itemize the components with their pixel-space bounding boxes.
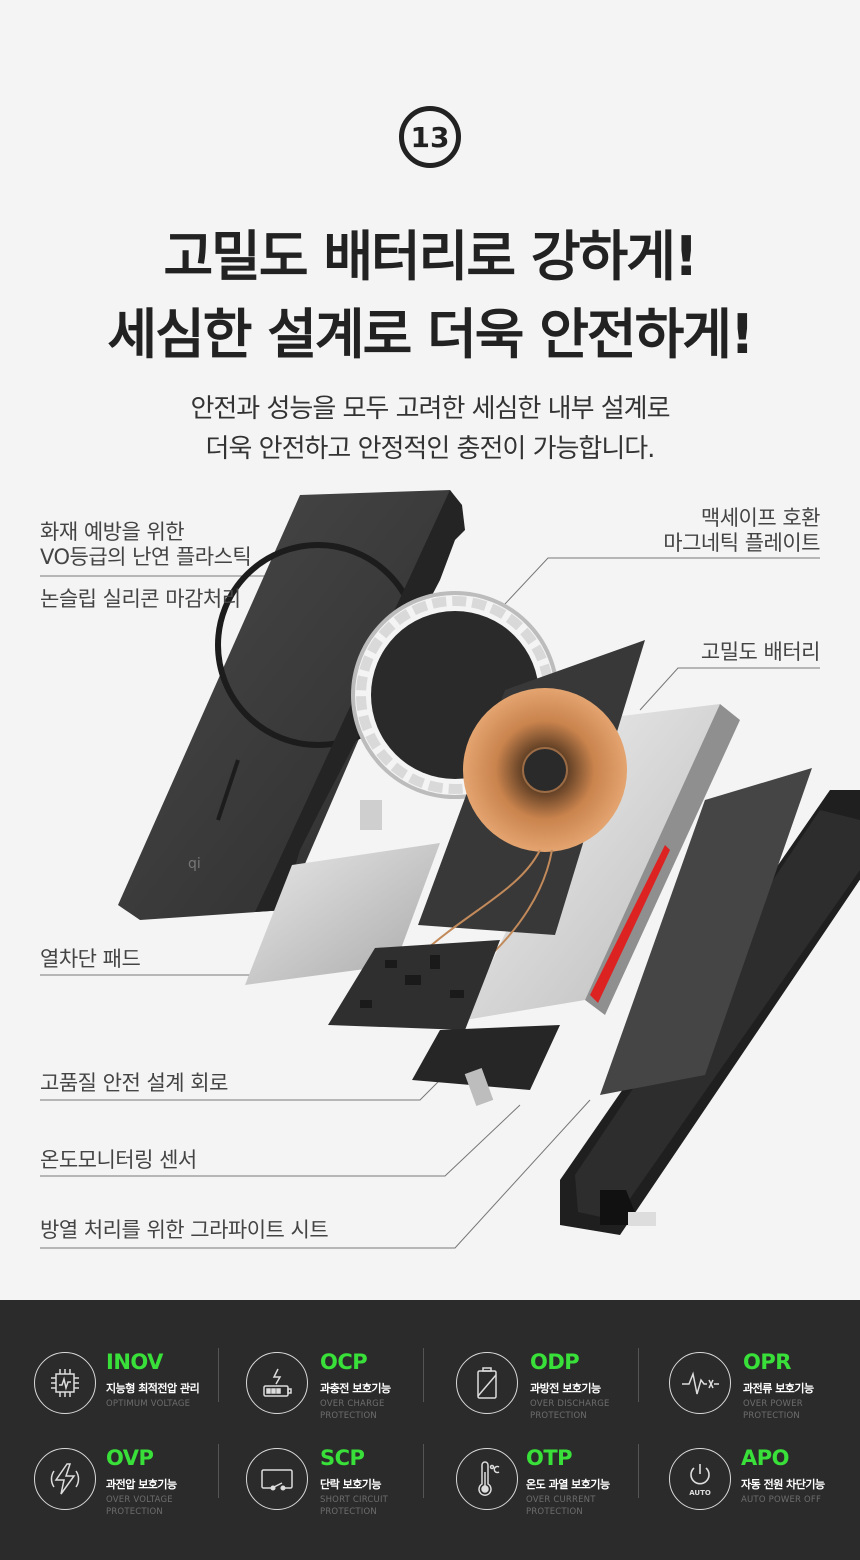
subtitle-line-1: 안전과 성능을 모두 고려한 세심한 내부 설계로	[190, 394, 670, 424]
divider	[423, 1444, 424, 1498]
feature-opr: OPR 과전류 보호기능 OVER POWER PROTECTION	[669, 1350, 860, 1430]
feature-name: 단락 보호기능	[320, 1478, 382, 1491]
feature-name: 과전압 보호기능	[106, 1478, 177, 1491]
graphite-sheet	[600, 768, 812, 1095]
feature-name-en: OPTIMUM VOLTAGE	[106, 1399, 191, 1409]
pulse-icon	[669, 1352, 731, 1414]
feature-code: ODP	[530, 1350, 580, 1374]
label-flame-retardant-2: VO등급의 난연 플라스틱	[40, 545, 252, 569]
top-section: 13 고밀도 배터리로 강하게! 세심한 설계로 더욱 안전하게! 안전과 성능…	[40, 106, 860, 1249]
divider	[218, 1348, 219, 1402]
battery-empty-icon	[456, 1352, 518, 1414]
label-heat-pad: 열차단 패드	[40, 947, 141, 971]
battery-charge-icon	[246, 1352, 308, 1414]
feature-name: 과충전 보호기능	[320, 1382, 391, 1395]
divider	[423, 1348, 424, 1402]
subtitle-line-2: 더욱 안전하고 안정적인 충전이 가능합니다.	[205, 434, 656, 464]
feature-name-en: OVER POWER PROTECTION	[743, 1399, 803, 1421]
power-icon: AUTO	[669, 1448, 731, 1510]
wireless-coil-plate	[418, 640, 645, 966]
label-flame-retardant-1: 화재 예방을 위한	[40, 520, 185, 544]
feature-code: OTP	[526, 1446, 573, 1470]
label-magsafe-2: 마그네틱 플레이트	[663, 531, 820, 555]
feature-name: 온도 과열 보호기능	[526, 1478, 610, 1491]
power-icon-label: AUTO	[689, 1489, 711, 1497]
feature-code: SCP	[320, 1446, 365, 1470]
exploded-product-illustration: qi	[40, 490, 860, 1249]
lightning-icon	[34, 1448, 96, 1510]
feature-otp: OTP 온도 과열 보호기능 OVER CURRENT PROTECTION	[456, 1446, 668, 1526]
divider	[638, 1444, 639, 1498]
label-temperature-sensor: 온도모니터링 센서	[40, 1148, 197, 1172]
headline-line-1: 고밀도 배터리로 강하게!	[163, 225, 698, 288]
thermometer-icon	[456, 1448, 518, 1510]
feature-odp: ODP 과방전 보호기능 OVER DISCHARGE PROTECTION	[456, 1350, 668, 1430]
feature-name: 과방전 보호기능	[530, 1382, 601, 1395]
protection-features-panel: INOV 지능형 최적전압 관리 OPTIMUM VOLTAGE OCP 과충전…	[0, 1300, 860, 1560]
feature-code: INOV	[106, 1350, 163, 1374]
chip-icon	[34, 1352, 96, 1414]
feature-name: 과전류 보호기능	[743, 1382, 814, 1395]
feature-ocp: OCP 과충전 보호기능 OVER CHARGE PROTECTION	[246, 1350, 458, 1430]
feature-name: 지능형 최적전압 관리	[106, 1382, 200, 1395]
feature-ovp: OVP 과전압 보호기능 OVER VOLTAGE PROTECTION	[34, 1446, 246, 1526]
step-number-badge: 13	[399, 106, 461, 168]
feature-apo: AUTO APO 자동 전원 차단기능 AUTO POWER OFF	[669, 1446, 860, 1526]
feature-code: OCP	[320, 1350, 368, 1374]
divider	[218, 1444, 219, 1498]
headline-line-2: 세심한 설계로 더욱 안전하게!	[107, 303, 754, 366]
feature-code: OVP	[106, 1446, 154, 1470]
feature-inov: INOV 지능형 최적전압 관리 OPTIMUM VOLTAGE	[34, 1350, 246, 1430]
feature-code: APO	[741, 1446, 790, 1470]
label-magsafe-1: 맥세이프 호환	[700, 506, 821, 530]
label-graphite-sheet: 방열 처리를 위한 그라파이트 시트	[40, 1218, 329, 1242]
feature-name: 자동 전원 차단기능	[741, 1478, 825, 1491]
feature-name-en: OVER VOLTAGE PROTECTION	[106, 1495, 173, 1517]
circuit-icon	[246, 1448, 308, 1510]
feature-scp: SCP 단락 보호기능 SHORT CIRCUIT PROTECTION	[246, 1446, 458, 1526]
feature-name-en: AUTO POWER OFF	[741, 1495, 822, 1505]
feature-name-en: OVER CHARGE PROTECTION	[320, 1399, 385, 1421]
battery-block	[465, 704, 740, 1020]
label-silicone-finish: 논슬립 실리콘 마감처리	[40, 587, 241, 611]
feature-name-en: SHORT CIRCUIT PROTECTION	[320, 1495, 389, 1517]
svg-text:qi: qi	[188, 856, 201, 872]
divider	[638, 1348, 639, 1402]
label-safety-circuit: 고품질 안전 설계 회로	[40, 1071, 228, 1095]
feature-code: OPR	[743, 1350, 791, 1374]
feature-name-en: OVER CURRENT PROTECTION	[526, 1495, 596, 1517]
circuit-boards	[328, 940, 560, 1107]
feature-name-en: OVER DISCHARGE PROTECTION	[530, 1399, 610, 1421]
label-battery: 고밀도 배터리	[700, 640, 821, 664]
